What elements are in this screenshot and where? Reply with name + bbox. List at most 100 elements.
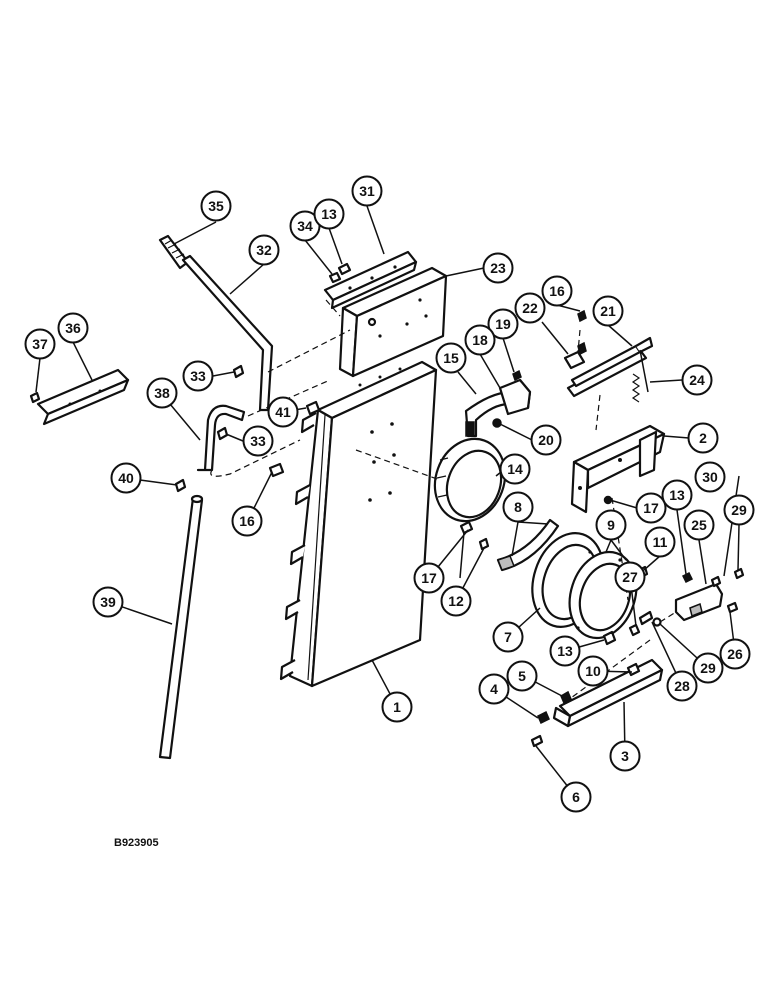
svg-text:29: 29 — [700, 660, 716, 676]
callout-20: 20 — [530, 424, 562, 456]
part-29-washer-b — [652, 617, 662, 627]
callout-30: 30 — [694, 461, 726, 493]
svg-text:22: 22 — [522, 300, 538, 316]
part-26-bolt — [726, 601, 739, 614]
callout-28: 28 — [666, 670, 698, 702]
part-17-nut-mid — [459, 520, 474, 535]
callout-10: 10 — [577, 655, 609, 687]
part-6-bolt — [530, 734, 544, 748]
part-27-bolt — [628, 623, 641, 637]
callout-22: 22 — [514, 292, 546, 324]
callout-14: 14 — [499, 453, 531, 485]
callout-19: 19 — [487, 308, 519, 340]
callout-16: 16 — [231, 505, 263, 537]
svg-text:12: 12 — [448, 593, 464, 609]
part-28-stud — [638, 610, 654, 626]
svg-text:33: 33 — [250, 433, 266, 449]
callout-13: 13 — [661, 479, 693, 511]
part-14-ring — [433, 437, 507, 523]
svg-text:6: 6 — [572, 789, 580, 805]
svg-text:35: 35 — [208, 198, 224, 214]
svg-text:26: 26 — [727, 646, 743, 662]
part-3-lower-bar — [552, 658, 664, 728]
part-40-bolt — [174, 478, 187, 493]
callout-38: 38 — [146, 377, 178, 409]
part-24-spring — [631, 373, 641, 403]
callout-29: 29 — [692, 652, 724, 684]
part-13-nut-right — [681, 571, 694, 584]
svg-text:20: 20 — [538, 432, 554, 448]
svg-text:27: 27 — [622, 569, 638, 585]
svg-text:34: 34 — [297, 218, 313, 234]
callout-40: 40 — [110, 462, 142, 494]
callout-9: 9 — [595, 509, 627, 541]
svg-text:40: 40 — [118, 470, 134, 486]
svg-text:28: 28 — [674, 678, 690, 694]
part-1-flanges — [279, 412, 317, 681]
part-16-nut-left — [268, 462, 285, 478]
part-8-arc-segments — [496, 518, 560, 572]
svg-text:7: 7 — [504, 629, 512, 645]
callout-41: 41 — [267, 396, 299, 428]
svg-text:37: 37 — [32, 336, 48, 352]
svg-text:15: 15 — [443, 350, 459, 366]
callout-29: 29 — [723, 494, 755, 526]
callout-39: 39 — [92, 586, 124, 618]
callout-36: 36 — [57, 312, 89, 344]
part-16-bolt-top — [577, 309, 587, 323]
callout-7: 7 — [492, 621, 524, 653]
svg-text:41: 41 — [275, 404, 291, 420]
callout-1: 1 — [381, 691, 413, 723]
svg-text:32: 32 — [256, 242, 272, 258]
svg-text:1: 1 — [393, 699, 401, 715]
callout-3: 3 — [609, 740, 641, 772]
part-33-bolt-a — [232, 364, 245, 379]
svg-text:16: 16 — [549, 283, 565, 299]
part-29-washer-a — [733, 567, 745, 580]
part-41-fastener — [305, 400, 321, 416]
part-22-clip — [563, 341, 587, 370]
callout-24: 24 — [681, 364, 713, 396]
callout-31: 31 — [351, 175, 383, 207]
part-20-nut — [492, 418, 502, 428]
callout-25: 25 — [683, 509, 715, 541]
callout-32: 32 — [248, 234, 280, 266]
leader-lines — [35, 205, 740, 798]
svg-text:17: 17 — [421, 570, 437, 586]
part-1-main-panel — [279, 360, 438, 688]
part-38-rod — [196, 404, 246, 472]
callout-16: 16 — [541, 275, 573, 307]
callout-37: 37 — [24, 328, 56, 360]
callout-23: 23 — [482, 252, 514, 284]
callout-13: 13 — [313, 198, 345, 230]
svg-text:19: 19 — [495, 316, 511, 332]
part-13-nut-mid — [602, 630, 617, 646]
part-18-bracket — [498, 378, 532, 416]
callout-13: 13 — [549, 635, 581, 667]
callout-17: 17 — [635, 492, 667, 524]
part-31-bar — [323, 250, 418, 310]
svg-text:17: 17 — [643, 500, 659, 516]
svg-text:4: 4 — [490, 681, 498, 697]
svg-text:5: 5 — [518, 668, 526, 684]
assembly-lines — [210, 299, 677, 707]
callout-35: 35 — [200, 190, 232, 222]
svg-text:13: 13 — [669, 487, 685, 503]
svg-text:13: 13 — [321, 206, 337, 222]
callout-21: 21 — [592, 295, 624, 327]
part-23-plate — [338, 266, 448, 378]
svg-text:3: 3 — [621, 748, 629, 764]
svg-text:24: 24 — [689, 372, 705, 388]
part-39-tube — [158, 494, 204, 760]
callout-12: 12 — [440, 585, 472, 617]
part-35-grip — [158, 234, 190, 270]
callout-17: 17 — [413, 562, 445, 594]
callout-33: 33 — [242, 425, 274, 457]
part-33-bolt-b — [216, 426, 229, 441]
svg-text:31: 31 — [359, 183, 375, 199]
part-21-rail — [566, 336, 654, 398]
svg-text:18: 18 — [472, 332, 488, 348]
part-34-13-fasteners — [328, 262, 352, 284]
svg-text:38: 38 — [154, 385, 170, 401]
